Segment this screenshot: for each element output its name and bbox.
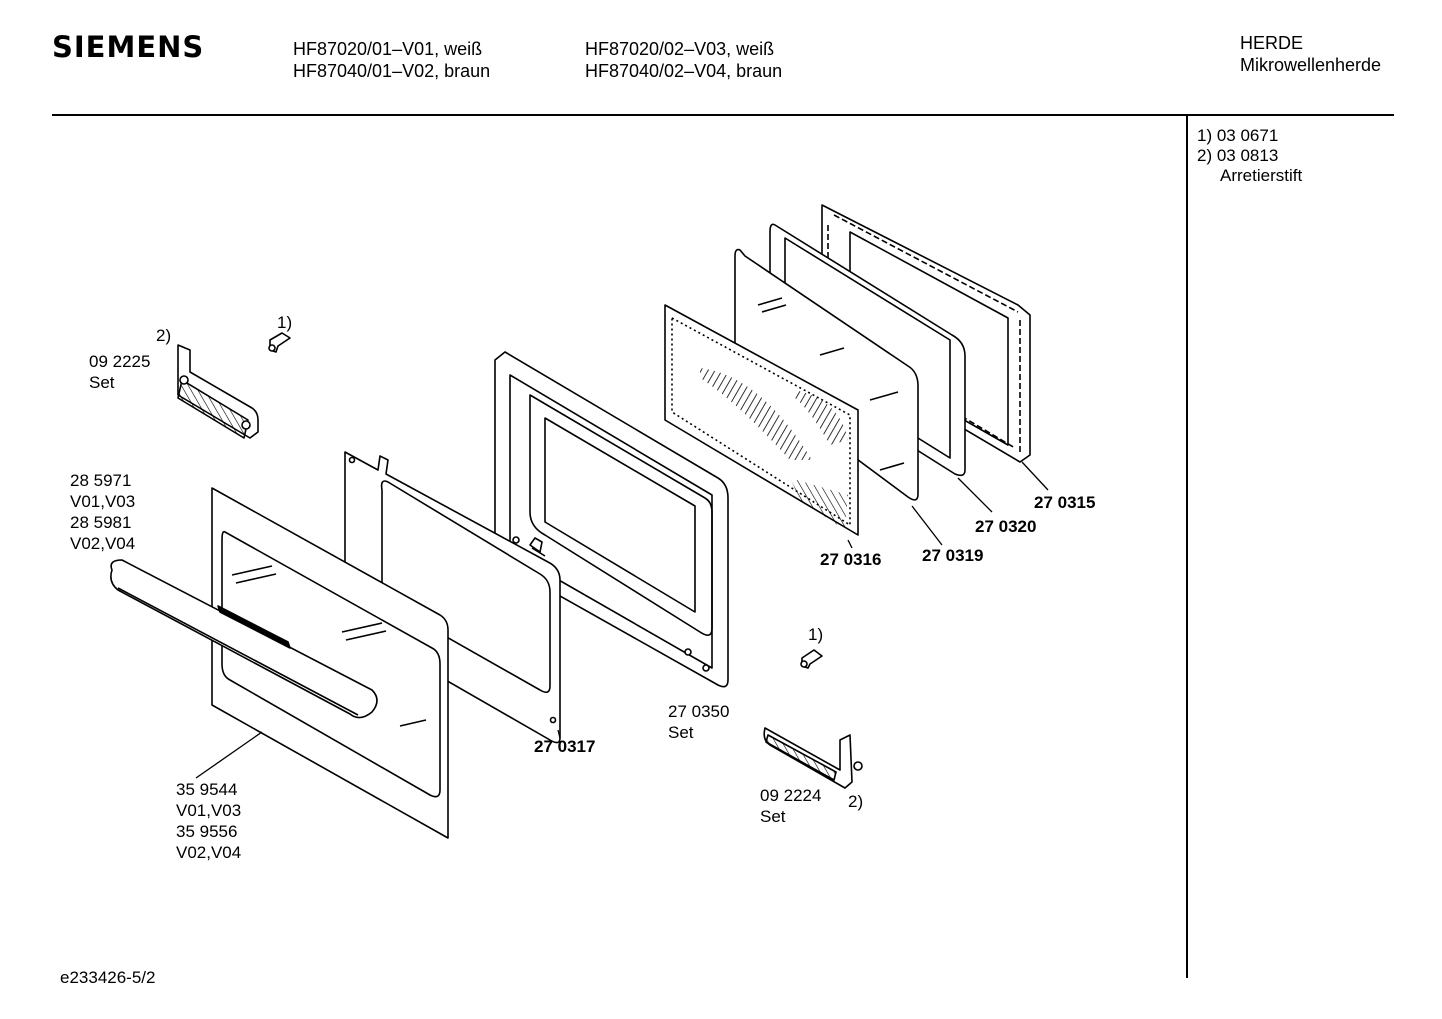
footnotes: 1) 03 0671 2) 03 0813 Arretierstift (1197, 126, 1302, 186)
leader-seal (957, 477, 993, 513)
door-frame-label: 27 0350 Set (668, 701, 729, 743)
seal-frame-label: 27 0320 (975, 517, 1037, 536)
footnote-2: 2) 03 0813 (1197, 146, 1279, 165)
model-line: HF87020/02–V03, weiß (585, 39, 775, 59)
document-id: e233426-5/2 (60, 968, 156, 987)
left-hinge-part (177, 344, 259, 439)
locking-pin-top (268, 332, 291, 353)
category-line: Mikrowellenherde (1240, 55, 1382, 75)
part-number: 35 9556 (176, 822, 238, 841)
exploded-view-drawing (110, 204, 1049, 839)
part-set: Set (760, 807, 786, 826)
mesh-panel-label: 27 0316 (820, 550, 882, 569)
model-line: HF87020/01–V01, weiß (293, 39, 483, 59)
part-number: 28 5981 (70, 513, 132, 532)
glass-pane-part (734, 248, 919, 501)
outer-door-label: 35 9544 V01,V03 35 9556 V02,V04 (176, 779, 241, 863)
leader-glass (911, 505, 943, 546)
locking-pin-bottom (800, 649, 823, 669)
model-line: HF87040/02–V04, braun (585, 61, 783, 81)
leader-inner-glass (557, 729, 561, 739)
hinge-right-ref: 2) (848, 792, 864, 811)
leader-mesh (847, 539, 853, 549)
right-hinge-part (763, 727, 863, 789)
hinge-left-ref: 2) (156, 326, 172, 345)
footnote-1: 1) 03 0671 (1197, 126, 1279, 145)
model-list-1: HF87020/01–V01, weiß HF87040/01–V02, bra… (293, 38, 490, 82)
side-rule (1186, 116, 1188, 978)
mesh-panel-part (664, 304, 859, 536)
leader-outer-door (195, 731, 263, 779)
hinge-left-label: 09 2225 Set (89, 351, 150, 393)
part-set: Set (668, 723, 694, 742)
part-number: 35 9544 (176, 780, 238, 799)
header-rule (52, 114, 1394, 116)
part-number: 28 5971 (70, 471, 132, 490)
category-line: HERDE (1240, 33, 1304, 53)
category-block: HERDE Mikrowellenherde (1240, 32, 1381, 76)
hinge-right-label: 09 2224 Set (760, 785, 821, 827)
part-variant: V01,V03 (70, 492, 136, 511)
part-number: 27 0350 (668, 702, 730, 721)
handle-label: 28 5971 V01,V03 28 5981 V02,V04 (70, 470, 135, 554)
brand-logo: SIEMENS (52, 30, 205, 64)
choke-frame-label: 27 0315 (1034, 493, 1096, 512)
part-set: Set (89, 373, 115, 392)
part-number: 09 2224 (760, 786, 822, 805)
pin-bottom-ref: 1) (808, 625, 824, 644)
outer-door-part (211, 487, 449, 839)
model-line: HF87040/01–V02, braun (293, 61, 491, 81)
part-variant: V01,V03 (176, 801, 242, 820)
inner-glass-frame-part (344, 451, 561, 744)
leader-choke (1021, 461, 1049, 491)
part-number: 09 2225 (89, 352, 151, 371)
door-handle-part (110, 559, 378, 719)
model-list-2: HF87020/02–V03, weiß HF87040/02–V04, bra… (585, 38, 782, 82)
pin-top-ref: 1) (277, 313, 293, 332)
glass-pane-label: 27 0319 (922, 546, 984, 565)
door-frame-part (494, 351, 729, 688)
part-variant: V02,V04 (176, 843, 242, 862)
footnote-2-desc: Arretierstift (1220, 166, 1303, 185)
part-variant: V02,V04 (70, 534, 136, 553)
inner-glass-label: 27 0317 (534, 737, 596, 756)
